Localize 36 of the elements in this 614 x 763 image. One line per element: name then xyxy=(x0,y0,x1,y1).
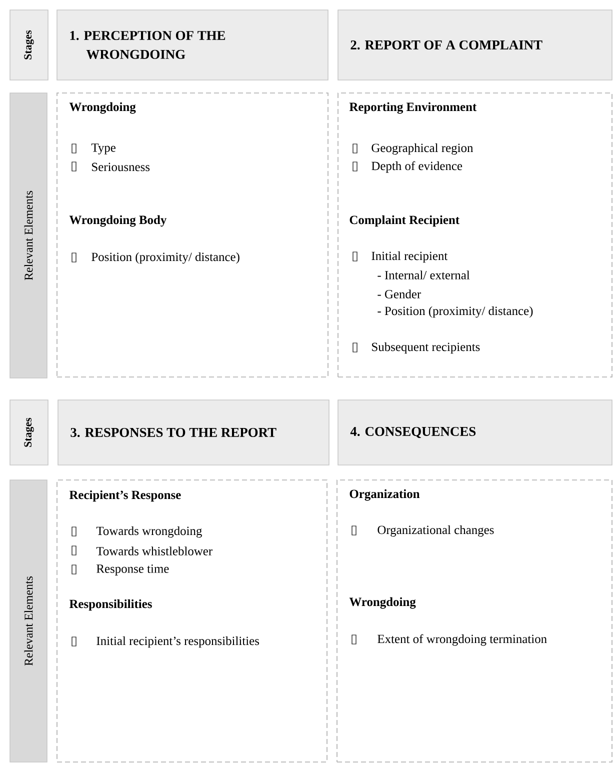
list-item: Initial recipient xyxy=(352,251,448,263)
section-heading: Reporting Environment xyxy=(349,102,477,114)
list-item: Type xyxy=(72,144,116,154)
sub-item: - Position (proximity/ distance) xyxy=(378,306,533,318)
dashed-panel xyxy=(336,480,612,762)
sub-item: - Gender xyxy=(378,290,421,298)
list-item: Depth of evidence xyxy=(352,161,462,173)
list-item: Geographical region xyxy=(352,143,474,155)
dashed-panel xyxy=(56,480,328,762)
list-item: Response time xyxy=(72,564,169,576)
section-heading: Complaint Recipient xyxy=(350,215,460,227)
stage-box: 1. PERCEPTION OF THE WRONGDOING xyxy=(56,10,328,80)
side-label: Relevant Elements xyxy=(10,92,48,378)
section-heading: Wrongdoing Body xyxy=(69,215,167,227)
list-item: Towards whistleblower xyxy=(72,546,212,556)
section-heading: Recipient’s Response xyxy=(69,490,181,502)
list-item: Position (proximity/ distance) xyxy=(72,252,240,264)
section-heading: Responsibilities xyxy=(69,599,152,611)
section-heading: Wrongdoing xyxy=(349,597,416,609)
stage-box: 4. CONSEQUENCES xyxy=(338,400,612,466)
side-label: Stages xyxy=(10,400,48,466)
dashed-panel xyxy=(56,92,328,378)
stage-box: 2. REPORT OF A COMPLAINT xyxy=(338,10,612,80)
list-item: Extent of wrongdoing termination xyxy=(352,634,547,646)
list-item: Subsequent recipients xyxy=(352,342,480,354)
sub-item: - Internal/ external xyxy=(378,270,470,280)
section-heading: Wrongdoing xyxy=(69,102,136,114)
stage-box: 3. RESPONSES TO THE REPORT xyxy=(58,400,330,466)
list-item: Towards wrongdoing xyxy=(72,526,202,538)
dashed-panel xyxy=(338,92,612,378)
list-item: Initial recipient’s responsibilities xyxy=(72,636,259,648)
section-heading: Organization xyxy=(350,489,420,501)
list-item: Organizational changes xyxy=(352,525,494,537)
side-label: Stages xyxy=(10,10,48,80)
list-item: Seriousness xyxy=(72,162,150,172)
side-label: Relevant Elements xyxy=(10,480,48,762)
